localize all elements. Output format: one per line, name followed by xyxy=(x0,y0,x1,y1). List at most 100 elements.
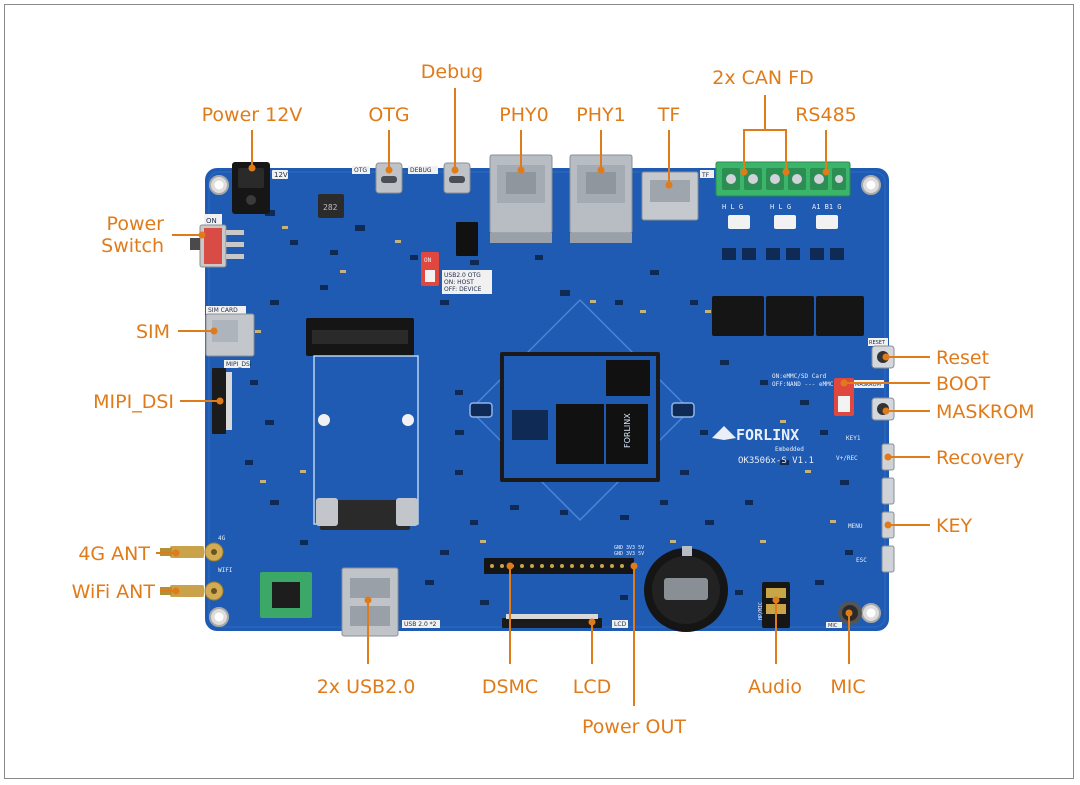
silk-dip-on: ON xyxy=(424,257,432,264)
core-module-som: FORLINX xyxy=(500,352,660,482)
silk-inductor: 282 xyxy=(323,203,338,212)
som-mount-pads xyxy=(469,402,695,418)
label-4g-ant: 4G ANT xyxy=(78,543,150,565)
label-audio: Audio xyxy=(748,676,802,698)
reset-button: RESET xyxy=(868,338,895,369)
label-phy1: PHY1 xyxy=(576,104,625,126)
leader-lines xyxy=(156,88,930,706)
label-debug: Debug xyxy=(421,61,483,83)
power-switch: ON xyxy=(190,214,244,268)
debug-usb-c-port: DEBUG xyxy=(408,162,471,194)
label-tf: TF xyxy=(657,104,681,126)
label-recovery: Recovery xyxy=(936,447,1024,469)
silk-on: ON xyxy=(206,217,217,225)
sim-card-slot: SIM CARD xyxy=(205,306,255,357)
logo-brand: FORLINX xyxy=(736,426,799,444)
label-mipi-dsi: MIPI_DSI xyxy=(93,391,174,413)
audio-jack: HP/MIC xyxy=(758,582,790,628)
otg-mode-dip-switch: ON USB2.0 OTG ON: HOST OFF: DEVICE xyxy=(421,252,492,294)
silk-debug: DEBUG xyxy=(410,167,432,174)
label-can-fd: 2x CAN FD xyxy=(712,67,813,89)
leader-dots xyxy=(172,164,892,626)
label-usb2: 2x USB2.0 xyxy=(317,676,416,698)
label-dsmc: DSMC xyxy=(482,676,538,698)
pin-header-jtag xyxy=(456,222,478,256)
label-rs485: RS485 xyxy=(795,104,857,126)
label-power-out: Power OUT xyxy=(582,716,686,738)
silk-power-out-2: GND 3V3 5V xyxy=(614,551,644,557)
logo-brand-sub: Embedded xyxy=(775,446,804,453)
tf-card-slot: TF xyxy=(641,170,714,221)
ethernet-port-phy0 xyxy=(489,154,553,243)
terminal-block: H L G H L G A1 B1 G xyxy=(715,161,851,211)
rtc-battery xyxy=(644,546,728,632)
silk-key1: KEY1 xyxy=(846,435,861,442)
silk-esc: ESC xyxy=(856,557,867,564)
tvs-components xyxy=(728,215,838,229)
silk-12v: 12V xyxy=(274,171,288,179)
label-sim: SIM xyxy=(136,321,170,343)
lcd-connector: LCD xyxy=(502,614,628,628)
label-mic: MIC xyxy=(830,676,865,698)
mini-pcie-slot xyxy=(306,318,419,530)
silk-boot-note-1: ON:eMMC/SD Card xyxy=(772,373,827,380)
silk-tf: TF xyxy=(701,172,710,179)
mounting-hole-center xyxy=(214,612,224,622)
label-lcd: LCD xyxy=(573,676,611,698)
label-otg: OTG xyxy=(368,104,409,126)
label-maskrom: MASKROM xyxy=(936,401,1034,423)
silk-wifi: WIFI xyxy=(218,567,233,574)
silk-som-brand: FORLINX xyxy=(623,413,632,448)
mounting-hole-center xyxy=(866,180,876,190)
silk-rs485: A1 B1 G xyxy=(812,203,842,211)
power-jack: 12V xyxy=(232,162,288,214)
silk-boot-note-2: OFF:NAND --- eMMC xyxy=(772,381,834,388)
label-boot: BOOT xyxy=(936,373,991,395)
power-inductor: 282 xyxy=(318,194,344,218)
silk-sim-card: SIM CARD xyxy=(208,307,238,314)
forlinx-logo: FORLINX Embedded OK3506x-S V1.1 xyxy=(712,426,814,466)
label-wifi-ant: WiFi ANT xyxy=(72,581,156,603)
silk-lcd: LCD xyxy=(614,621,627,628)
can-transceivers xyxy=(722,248,844,260)
ethernet-port-phy1 xyxy=(569,154,633,243)
smd-components xyxy=(245,210,853,605)
boot-dip-switch xyxy=(834,378,854,416)
silk-recovery: V+/REC xyxy=(836,455,858,462)
label-power-12v: Power 12V xyxy=(202,104,303,126)
outer-frame xyxy=(4,4,1074,779)
mounting-hole-center xyxy=(214,180,224,190)
silk-hp-mic: HP/MIC xyxy=(758,602,764,620)
otg-usb-c-port: OTG xyxy=(352,162,403,194)
silk-usb: USB 2.0 *2 xyxy=(404,621,437,628)
board-model: OK3506x-S V1.1 xyxy=(738,456,814,466)
silk-maskrom: MASKROM xyxy=(855,382,881,388)
silk-usb-otg-3: OFF: DEVICE xyxy=(444,286,482,293)
label-reset: Reset xyxy=(936,347,989,369)
silk-usb-otg-2: ON: HOST xyxy=(444,279,474,286)
label-phy0: PHY0 xyxy=(499,104,548,126)
label-power-switch-line2: Switch xyxy=(101,235,164,257)
silk-power-out: GND 3V3 5V xyxy=(614,545,644,551)
silk-can-hl-1: H L G xyxy=(722,203,743,211)
pcb-board: 12V ON OTG xyxy=(160,154,895,637)
callout-labels: Power 12V OTG Debug PHY0 PHY1 TF 2x CAN … xyxy=(72,61,1035,738)
mounting-holes xyxy=(209,175,881,627)
silk-usb-otg-1: USB2.0 OTG xyxy=(444,272,481,279)
wifi-module xyxy=(260,572,312,618)
label-power-switch-line1: Power xyxy=(107,213,165,235)
silk-otg: OTG xyxy=(354,167,367,174)
silk-can-hl-2: H L G xyxy=(770,203,791,211)
isolation-modules xyxy=(712,296,864,336)
antenna-connectors: 4G WIFI xyxy=(160,535,233,601)
silk-mic: MIC xyxy=(828,623,838,629)
silk-4g: 4G xyxy=(218,535,226,542)
label-key: KEY xyxy=(936,515,972,537)
silk-mipi-dsi: MIPI_DSI xyxy=(226,361,252,368)
silk-reset: RESET xyxy=(869,340,886,346)
dsmc-header: GND 3V3 5V GND 3V3 5V xyxy=(484,545,644,574)
mounting-hole-center xyxy=(866,608,876,618)
silk-menu: MENU xyxy=(848,523,863,530)
